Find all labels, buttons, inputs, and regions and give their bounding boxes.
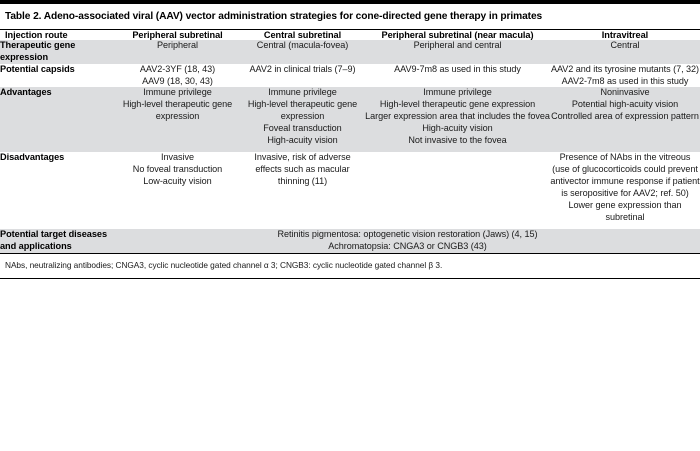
- column-header-central-subretinal: Central subretinal: [263, 30, 342, 41]
- column-header-peripheral-subretinal: Peripheral subretinal: [132, 30, 223, 41]
- table-caption: Table 2. Adeno-associated viral (AAV) ve…: [5, 11, 543, 22]
- row-label-therapeutic-gene-expression: Therapeutic gene expression: [0, 40, 115, 64]
- body-bottom-rule: [0, 252, 700, 254]
- cell-gene-expression-intravitreal: Central: [550, 40, 700, 64]
- row-label-potential-target-diseases: Potential target diseases and applicatio…: [0, 229, 115, 253]
- column-header-intravitreal: Intravitreal: [601, 30, 649, 41]
- table-header-row: Injection route Peripheral subretinal Ce…: [0, 30, 700, 40]
- top-black-bar: [0, 0, 700, 4]
- cell-capsids-peripheral-subretinal: AAV2-3YF (18, 43)AAV9 (18, 30, 43): [115, 63, 240, 88]
- cell-gene-expression-peripheral-subretinal: Peripheral: [115, 40, 240, 64]
- data-table: Injection route Peripheral subretinal Ce…: [0, 30, 700, 253]
- table-row: Therapeutic gene expression Peripheral C…: [0, 40, 700, 64]
- cell-disadvantages-near-macula: [365, 152, 550, 230]
- cell-capsids-intravitreal: AAV2 and its tyrosine mutants (7, 32)AAV…: [550, 63, 700, 88]
- cell-gene-expression-central-subretinal: Central (macula-fovea): [240, 40, 365, 64]
- cell-disadvantages-central-subretinal: Invasive, risk of adverse effects such a…: [240, 152, 365, 230]
- cell-disadvantages-intravitreal: Presence of NAbs in the vitreous (use of…: [550, 152, 700, 230]
- row-label-disadvantages: Disadvantages: [0, 152, 115, 230]
- row-label-potential-capsids: Potential capsids: [0, 63, 115, 88]
- footer-rule: [0, 277, 700, 280]
- column-header-peripheral-subretinal-near-macula: Peripheral subretinal (near macula): [381, 30, 534, 41]
- table-row: Potential capsids AAV2-3YF (18, 43)AAV9 …: [0, 63, 700, 88]
- table-footnote: NAbs, neutralizing antibodies; CNGA3, cy…: [5, 259, 443, 270]
- caption-rule: [0, 29, 700, 31]
- cell-gene-expression-near-macula: Peripheral and central: [365, 40, 550, 64]
- table-row-spanning: Potential target diseases and applicatio…: [0, 229, 700, 253]
- cell-potential-target-diseases-text: Retinitis pigmentosa: optogenetic vision…: [115, 229, 700, 253]
- cell-capsids-near-macula: AAV9-7m8 as used in this study: [365, 63, 550, 88]
- column-header-injection-route: Injection route: [5, 30, 68, 41]
- cell-capsids-central-subretinal: AAV2 in clinical trials (7–9): [240, 63, 365, 88]
- row-label-advantages: Advantages: [0, 87, 115, 153]
- table-body: Therapeutic gene expression Peripheral C…: [0, 40, 700, 253]
